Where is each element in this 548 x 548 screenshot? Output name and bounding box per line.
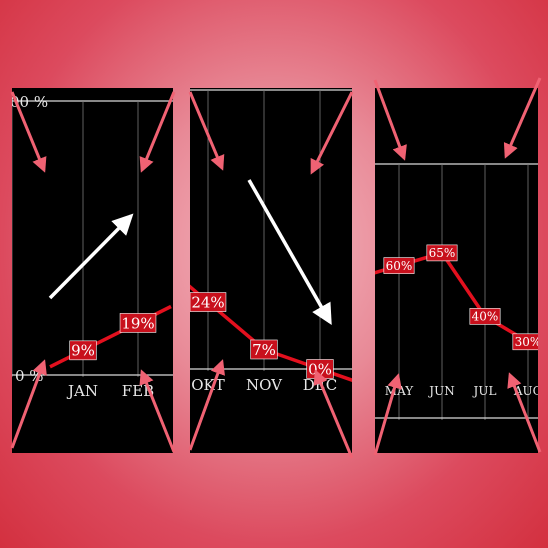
data-label: 7%: [250, 339, 278, 360]
data-label: 0%: [306, 359, 334, 379]
x-tick-label: FEB: [122, 382, 154, 400]
data-label-text: 30%: [515, 335, 542, 349]
decorative-arrow: [313, 369, 354, 459]
decorative-arrow: [373, 373, 402, 456]
decorative-arrow: [139, 369, 176, 453]
data-label-box: [190, 292, 227, 312]
decorative-arrow: [10, 359, 47, 449]
x-tick-label: JUL: [472, 384, 497, 398]
data-label: 24%: [190, 292, 227, 312]
data-label: 65%: [426, 244, 458, 262]
data-label-text: 19%: [121, 314, 154, 332]
data-label-text: 9%: [71, 342, 95, 360]
data-label-box: [69, 340, 97, 361]
trend-down-arrow: [247, 179, 332, 326]
data-label-box: [119, 313, 157, 333]
data-label-box: [469, 308, 501, 325]
data-label: 40%: [469, 308, 501, 325]
data-label-text: 65%: [429, 246, 456, 260]
data-label-box: [512, 333, 538, 351]
data-label-box: [383, 257, 415, 274]
data-label: 9%: [69, 340, 97, 361]
y-tick-label: 00 %: [10, 93, 48, 111]
decorative-arrow: [507, 372, 542, 453]
decorative-arrow: [188, 91, 225, 171]
x-tick-label: JUN: [427, 384, 454, 398]
data-label-text: 7%: [252, 341, 276, 359]
data-label: 60%: [383, 257, 415, 274]
data-label-text: 0%: [308, 360, 332, 378]
data-label: 30%: [512, 333, 542, 351]
x-tick-label: OKT: [191, 376, 225, 394]
decorative-arrow: [373, 79, 407, 161]
decorative-arrow: [139, 91, 176, 173]
data-label-text: 40%: [472, 310, 499, 324]
trend-up-arrow: [48, 213, 134, 300]
panel-background: [12, 88, 173, 453]
data-label: 19%: [119, 313, 157, 333]
data-label-box: [426, 244, 458, 262]
data-label-text: 24%: [191, 293, 224, 311]
decorative-arrow: [310, 91, 354, 175]
data-label-text: 60%: [386, 259, 413, 273]
x-tick-label: JAN: [66, 382, 98, 400]
decorative-arrow: [10, 91, 47, 173]
x-tick-label: MAY: [385, 384, 414, 398]
data-label-box: [250, 339, 278, 360]
decorative-arrow: [503, 77, 542, 159]
x-tick-label: NOV: [246, 376, 283, 394]
decorative-arrow: [188, 359, 225, 451]
